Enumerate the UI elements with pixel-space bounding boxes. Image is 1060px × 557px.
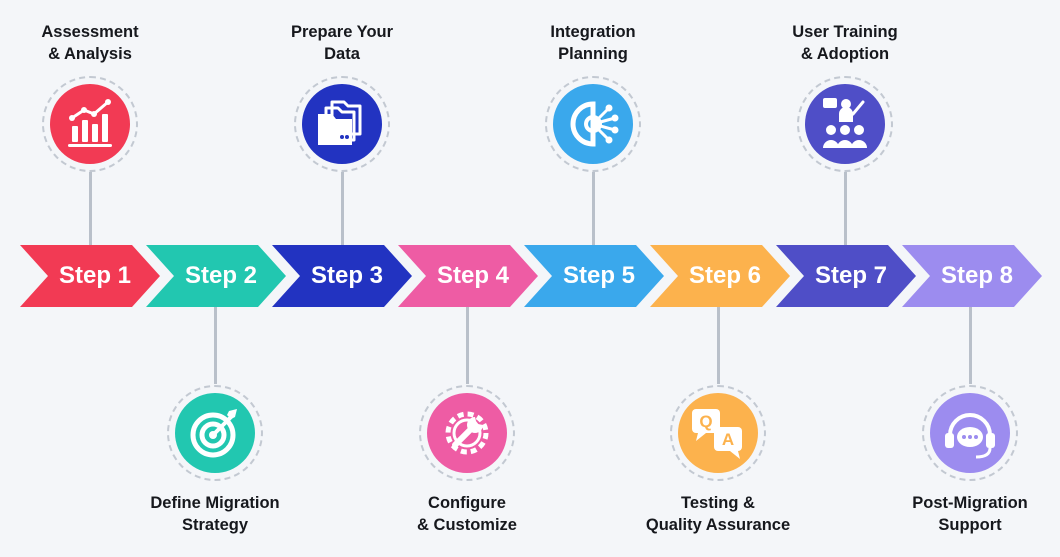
step-1-chevron: Step 1 <box>20 245 160 307</box>
connector-line <box>88 170 92 246</box>
step-2-icon-ring <box>167 385 263 481</box>
step-8-label: Step 8 <box>940 262 1014 289</box>
step-4-icon-ring <box>419 385 515 481</box>
chevron-shape <box>902 245 1042 307</box>
connector-line <box>843 170 847 246</box>
folders-icon <box>318 100 362 145</box>
step-4-chevron: Step 4 <box>398 245 538 307</box>
step-3-chevron: Step 3 <box>272 245 412 307</box>
step-3-icon-disc <box>302 84 382 164</box>
chevron-shape <box>776 245 916 307</box>
svg-text:Q: Q <box>699 412 712 431</box>
wrench-gear-icon <box>445 411 489 455</box>
step-6-chevron: Step 6 <box>650 245 790 307</box>
step-8-icon-ring <box>922 385 1018 481</box>
step-title-line: Assessment <box>41 23 139 41</box>
training-icon <box>823 98 867 148</box>
step-title-line: Post-Migration <box>912 494 1028 512</box>
step-1-label: Step 1 <box>58 262 132 289</box>
step-5-icon-ring <box>545 76 641 172</box>
connector-line <box>968 306 972 384</box>
chevron-shape <box>398 245 538 307</box>
step-4-icon-disc <box>427 393 507 473</box>
connector-line <box>591 170 595 246</box>
connector-line <box>465 306 469 384</box>
step-title-line: Quality Assurance <box>645 516 791 534</box>
connector-line <box>213 306 217 384</box>
step-8-icon-disc <box>930 393 1010 473</box>
step-7-label: Step 7 <box>814 262 888 289</box>
step-2-icon-disc <box>175 393 255 473</box>
step-7-icon-ring <box>797 76 893 172</box>
connector-line <box>340 170 344 246</box>
step-title-line: Configure <box>428 494 506 512</box>
bar-chart-icon <box>68 99 112 147</box>
step-5-chevron: Step 5 <box>524 245 664 307</box>
chevron-shape <box>524 245 664 307</box>
headset-chat-icon <box>945 413 995 459</box>
step-title-line: & Customize <box>417 516 517 534</box>
step-title-line: User Training <box>792 23 898 41</box>
step-6-title: Testing & Quality Assurance <box>618 492 818 536</box>
step-2-chevron: Step 2 <box>146 245 286 307</box>
step-7-icon-disc <box>805 84 885 164</box>
connector-line <box>716 306 720 384</box>
gear-network-icon <box>570 101 619 147</box>
qa-speech-icon: QA <box>692 409 742 459</box>
step-title-line: Support <box>938 516 1002 534</box>
step-2-label: Step 2 <box>184 262 258 289</box>
target-icon <box>190 409 237 458</box>
step-5-label: Step 5 <box>562 262 636 289</box>
step-title-line: Data <box>324 45 360 63</box>
step-4-label: Step 4 <box>436 262 510 289</box>
step-7-chevron: Step 7 <box>776 245 916 307</box>
chevron-shape <box>272 245 412 307</box>
chevron-shape <box>146 245 286 307</box>
step-title-line: & Adoption <box>800 45 890 63</box>
step-5-icon-disc <box>553 84 633 164</box>
step-4-title: Configure & Customize <box>367 492 567 536</box>
step-7-title: User Training & Adoption <box>745 21 945 65</box>
step-title-line: Planning <box>558 45 628 63</box>
chevron-shape <box>650 245 790 307</box>
chevron-shape <box>20 245 160 307</box>
step-title-line: Testing & <box>681 494 755 512</box>
step-3-label: Step 3 <box>310 262 384 289</box>
step-1-title: Assessment & Analysis <box>0 21 190 65</box>
step-title-line: Integration <box>550 23 636 41</box>
svg-text:A: A <box>722 430 734 449</box>
step-title-line: & Analysis <box>48 45 132 63</box>
step-1-icon-disc <box>50 84 130 164</box>
step-8-chevron: Step 8 <box>902 245 1042 307</box>
step-1-icon-ring <box>42 76 138 172</box>
step-3-icon-ring <box>294 76 390 172</box>
step-title-line: Define Migration <box>150 494 280 512</box>
step-title-line: Strategy <box>181 516 249 534</box>
step-title-line: Prepare Your <box>290 23 394 41</box>
step-6-label: Step 6 <box>688 262 762 289</box>
